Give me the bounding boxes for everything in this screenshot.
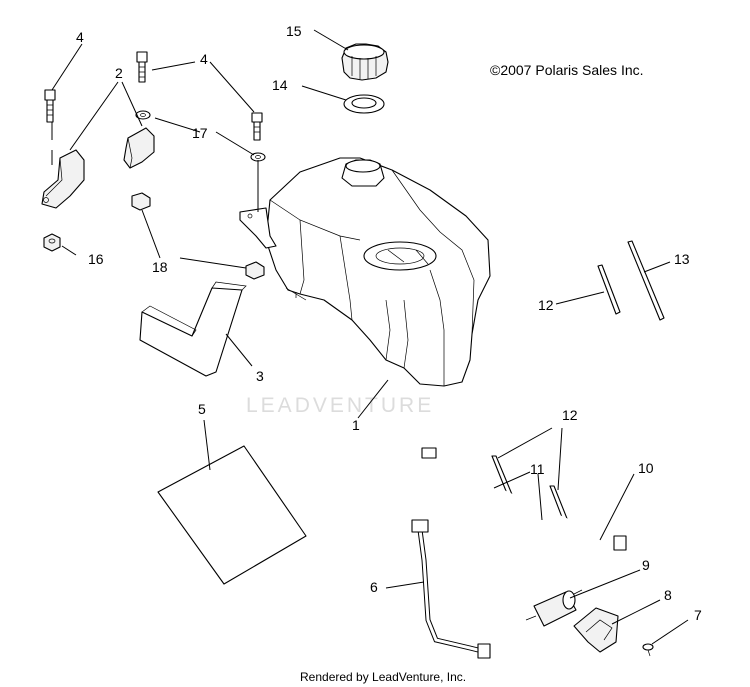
fuel-filter-part: [525, 589, 583, 627]
copyright-text: ©2007 Polaris Sales Inc.: [490, 62, 644, 78]
fuel-cap-part: [341, 43, 389, 81]
fuel-line-lower-part: [411, 519, 491, 659]
callout-8: 8: [664, 587, 672, 603]
callouts: 4 2 4 15 14 17 16 18 3 5 1 12 13 12 11 1…: [76, 23, 702, 623]
footer-text: Rendered by LeadVenture, Inc.: [300, 670, 466, 684]
callout-11: 11: [530, 461, 545, 477]
bracket-left-part: [41, 149, 85, 209]
cable-tie-long-part: [627, 240, 665, 321]
callout-4-right: 4: [200, 51, 208, 67]
tank-pad-part: [139, 281, 247, 377]
bracket-right-part: [123, 127, 155, 169]
pad-sheet-part: [157, 445, 307, 585]
callout-12-upper: 12: [538, 297, 554, 313]
washer-a-part: [135, 110, 151, 120]
callout-6: 6: [370, 579, 378, 595]
callout-5: 5: [198, 401, 206, 417]
bolt-left-part: [44, 89, 56, 123]
rivet-part: [642, 643, 654, 657]
watermark: LEADVENTURE: [246, 394, 434, 417]
callout-10: 10: [638, 460, 654, 476]
callout-15: 15: [286, 23, 302, 39]
callout-13: 13: [674, 251, 690, 267]
callout-17: 17: [192, 125, 208, 141]
callout-2: 2: [115, 65, 123, 81]
cable-tie-short-part: [597, 264, 621, 315]
callout-18: 18: [152, 259, 168, 275]
nut-part: [43, 233, 61, 252]
callout-7: 7: [694, 607, 702, 623]
fuel-line-upper-part: [421, 447, 627, 558]
bolt-right-part: [251, 112, 263, 141]
fuel-tank-part: [239, 157, 491, 387]
grommet-a-part: [131, 192, 151, 211]
callout-3: 3: [256, 368, 264, 384]
callout-14: 14: [272, 77, 288, 93]
bolt-top-part: [136, 51, 148, 83]
callout-4-left: 4: [76, 29, 84, 45]
cap-gasket-part: [343, 94, 385, 114]
leader-lines: [51, 29, 689, 645]
filter-clip-part: [573, 607, 619, 653]
grommet-b-part: [245, 261, 265, 280]
callout-12-lower: 12: [562, 407, 578, 423]
callout-9: 9: [642, 557, 650, 573]
callout-1: 1: [352, 417, 360, 433]
callout-16: 16: [88, 251, 104, 267]
